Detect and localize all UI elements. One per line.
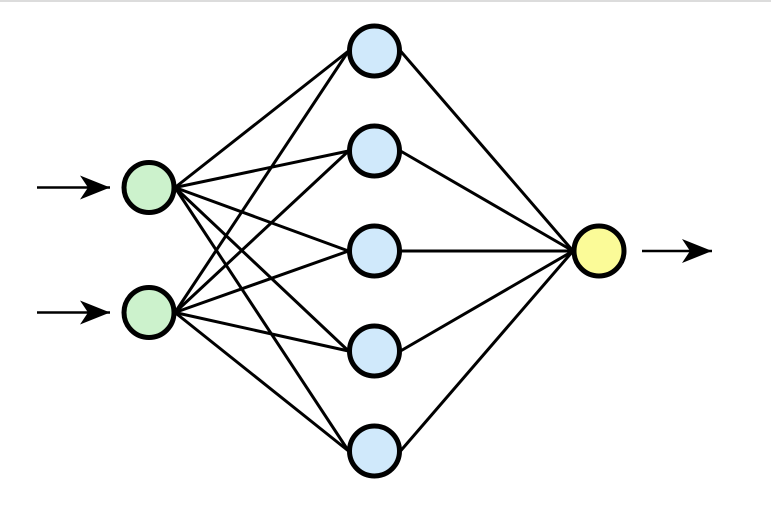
input-layer [121,160,177,340]
edges-group [173,49,575,453]
edge-input-node-1-to-hidden-node-3 [174,186,350,253]
arrows-group [37,175,712,325]
hidden-node-1 [347,23,402,79]
edge-hidden-node-1-to-output-node-1 [399,50,575,252]
edge-input-node-1-to-hidden-node-1 [174,49,350,189]
output-layer [571,223,627,279]
hidden-layer [347,23,402,479]
input-node-2 [121,285,177,340]
edge-input-node-2-to-hidden-node-5 [174,311,350,453]
output-node-1 [571,223,627,279]
hidden-node-4 [347,323,402,379]
input-node-1 [121,160,177,215]
edge-input-node-1-to-hidden-node-2 [174,149,349,189]
edge-input-node-2-to-hidden-node-3 [174,249,350,314]
edge-hidden-node-2-to-output-node-1 [399,149,574,253]
edge-hidden-node-5-to-output-node-1 [399,250,575,452]
hidden-node-5 [347,423,402,479]
edge-input-node-2-to-hidden-node-4 [174,311,349,353]
edge-hidden-node-4-to-output-node-1 [399,249,574,353]
hidden-node-2 [347,123,402,179]
edge-input-node-2-to-hidden-node-2 [173,149,350,314]
edge-input-node-1-to-hidden-node-5 [173,186,350,452]
hidden-node-3 [347,223,402,279]
top-divider [0,0,771,2]
edge-input-node-2-to-hidden-node-1 [173,50,350,314]
edge-input-node-1-to-hidden-node-4 [173,186,350,353]
